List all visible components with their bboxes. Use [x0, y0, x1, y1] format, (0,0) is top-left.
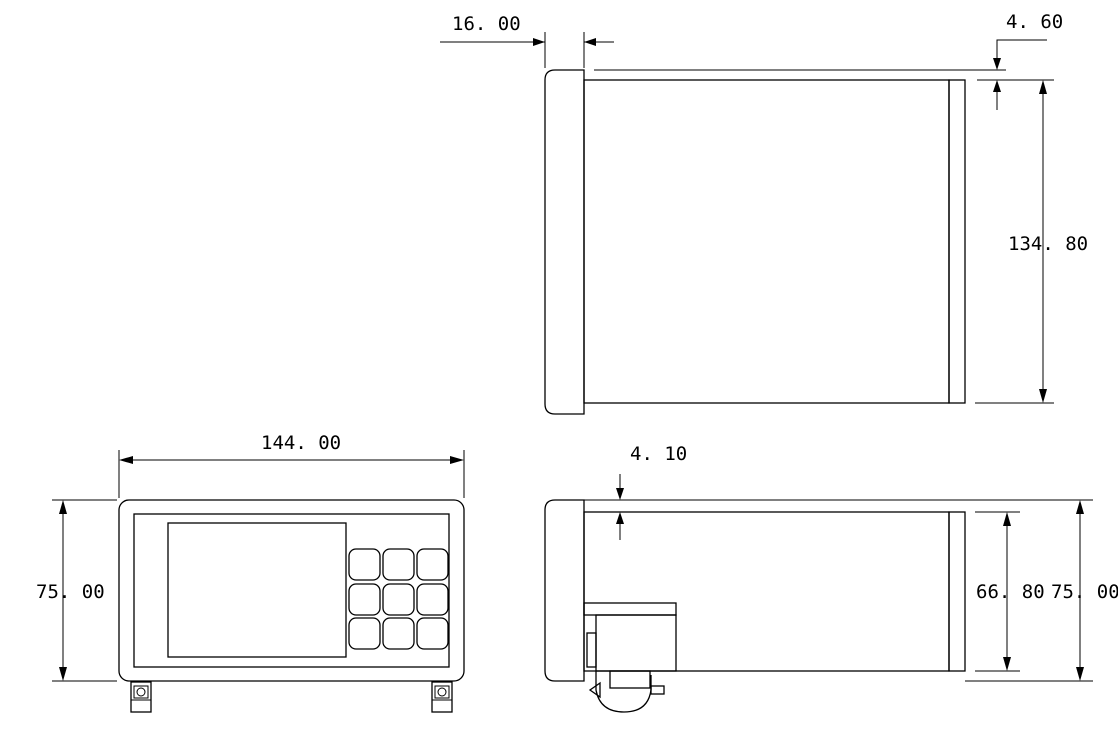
dim-side-lip: 4. 10 [584, 443, 687, 540]
key [382, 583, 415, 616]
top-view-body [583, 79, 950, 404]
key [348, 617, 381, 650]
side-view-body [583, 511, 950, 672]
key [348, 548, 381, 581]
dim-side-height-label: 75. 00 [1051, 581, 1118, 603]
dim-front-width-label: 144. 00 [261, 432, 341, 454]
front-view-display [167, 522, 347, 658]
front-view-keypad [348, 548, 449, 650]
dim-side-inner-height: 66. 80 [975, 511, 1045, 672]
dim-top-lip: 4. 60 [977, 11, 1063, 110]
dim-top-gap: 16. 00 [440, 13, 614, 68]
side-view-mounting-bracket [583, 602, 677, 713]
dim-side-height: 75. 00 [965, 500, 1118, 682]
dim-top-height-label: 134. 80 [1008, 233, 1088, 255]
side-view-bezel [544, 499, 585, 682]
dim-front-width: 144. 00 [118, 432, 465, 498]
dim-top-height: 134. 80 [975, 80, 1088, 404]
front-view-outer [118, 499, 465, 682]
dim-side-inner-height-label: 66. 80 [976, 581, 1045, 603]
front-view-foot-left [130, 681, 152, 713]
dim-front-height-label: 75. 00 [36, 581, 105, 603]
dim-front-height: 75. 00 [36, 499, 117, 682]
top-view-rear-flange [948, 79, 966, 404]
key [416, 548, 449, 581]
top-view-bezel [544, 69, 585, 415]
key [382, 617, 415, 650]
dim-top-lip-label: 4. 60 [1006, 11, 1063, 33]
key [416, 617, 449, 650]
key [382, 548, 415, 581]
dim-side-lip-label: 4. 10 [630, 443, 687, 465]
side-view-rear-flange [948, 511, 966, 672]
key [416, 583, 449, 616]
dim-top-gap-label: 16. 00 [452, 13, 521, 35]
top-view [544, 69, 1006, 415]
key [348, 583, 381, 616]
front-view-foot-right [431, 681, 453, 713]
front-view-inner-panel [133, 513, 450, 668]
side-view [544, 499, 1093, 713]
front-view [118, 499, 465, 713]
